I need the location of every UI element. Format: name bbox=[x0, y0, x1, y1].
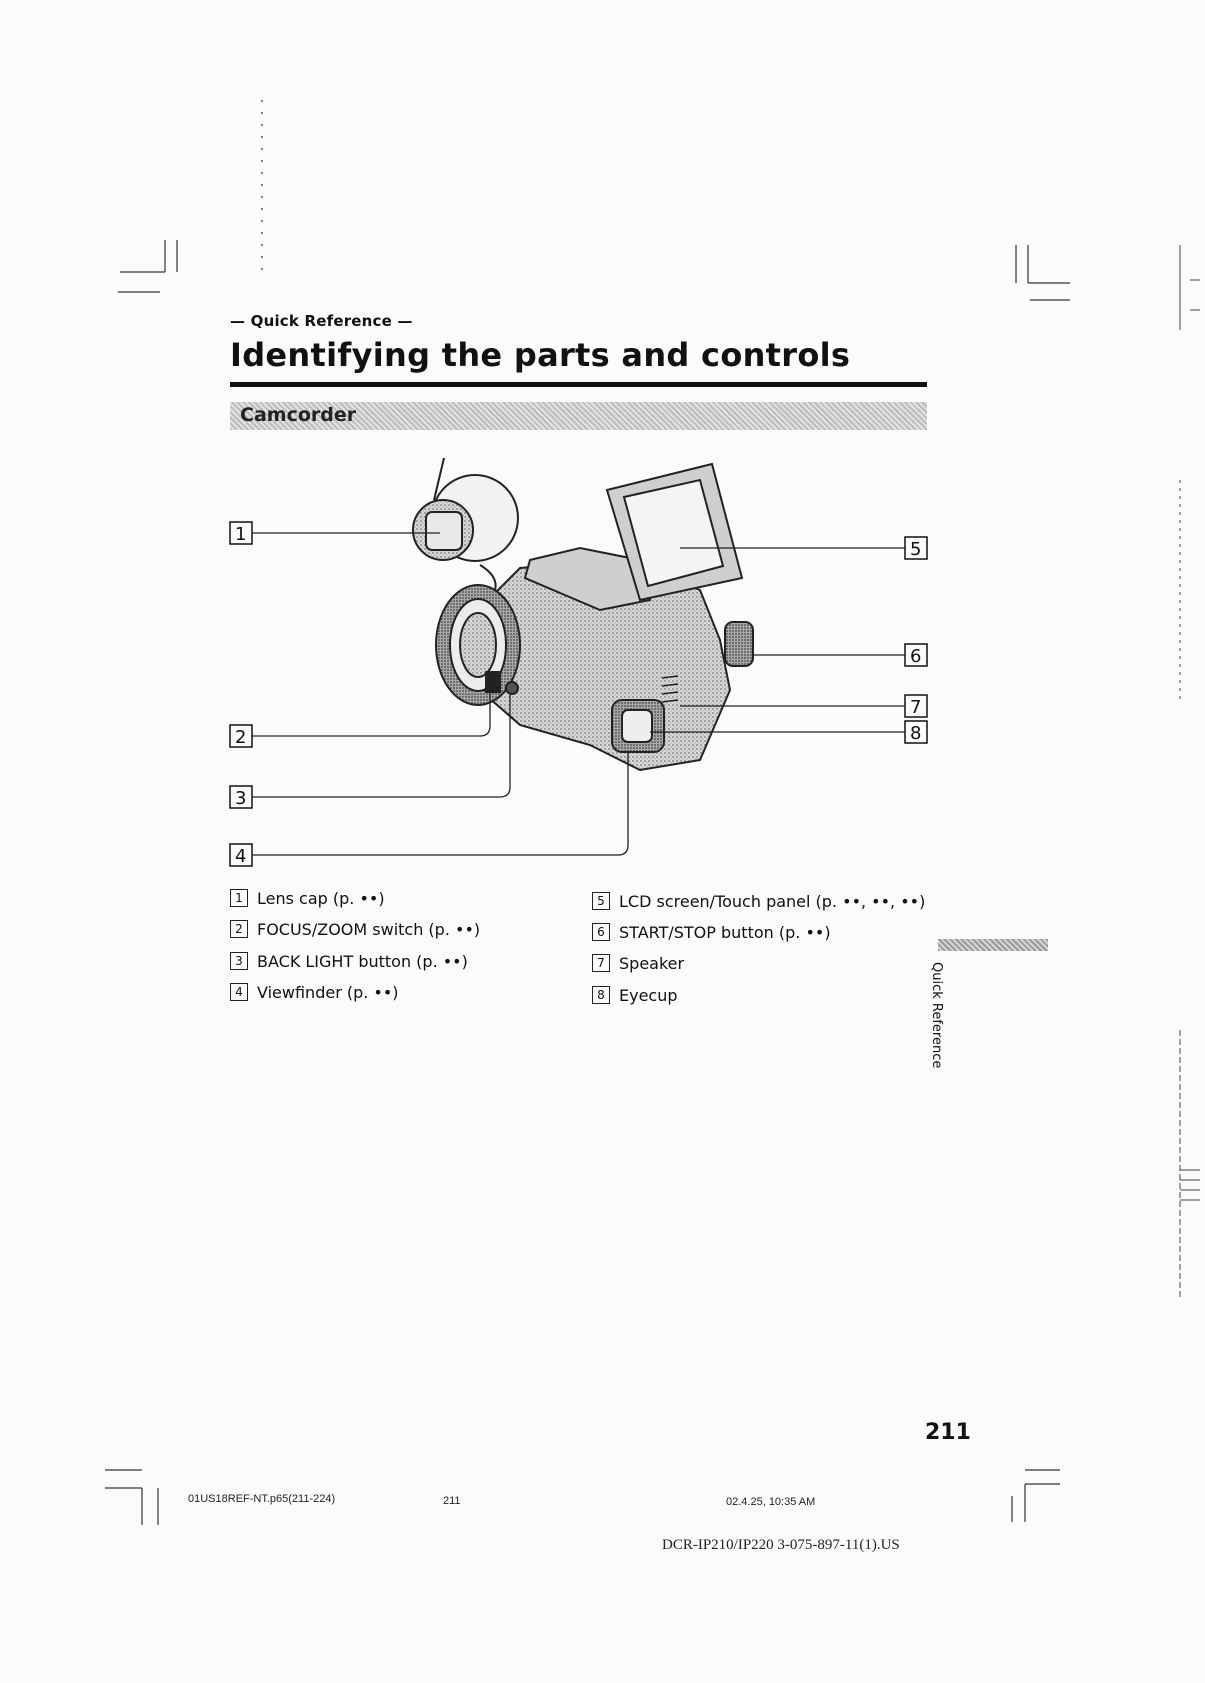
camcorder-illustration bbox=[413, 458, 753, 770]
legend-num: 5 bbox=[592, 892, 610, 910]
legend-text: BACK LIGHT button (p. ••) bbox=[257, 952, 468, 971]
legend-item: 7 Speaker bbox=[592, 954, 684, 974]
side-tab-label: Quick Reference bbox=[924, 962, 944, 1068]
page-number: 211 bbox=[925, 1420, 971, 1445]
legend-num: 8 bbox=[592, 986, 610, 1004]
callout-8: 8 bbox=[910, 723, 921, 744]
legend-num: 3 bbox=[230, 952, 248, 970]
legend-item: 3 BACK LIGHT button (p. ••) bbox=[230, 952, 468, 972]
legend-item: 2 FOCUS/ZOOM switch (p. ••) bbox=[230, 920, 480, 940]
legend-item: 1 Lens cap (p. ••) bbox=[230, 889, 385, 909]
legend-text: FOCUS/ZOOM switch (p. ••) bbox=[257, 920, 480, 939]
side-tab-bar bbox=[938, 939, 1048, 951]
callout-4: 4 bbox=[235, 846, 246, 867]
legend-text: Speaker bbox=[619, 954, 684, 973]
legend-num: 7 bbox=[592, 954, 610, 972]
legend-num: 1 bbox=[230, 889, 248, 907]
callout-3: 3 bbox=[235, 788, 246, 809]
legend-text: START/STOP button (p. ••) bbox=[619, 923, 831, 942]
callout-7: 7 bbox=[910, 697, 921, 718]
legend-item: 8 Eyecup bbox=[592, 986, 678, 1006]
callout-6: 6 bbox=[910, 646, 921, 667]
legend-item: 6 START/STOP button (p. ••) bbox=[592, 923, 831, 943]
footer-file: 01US18REF-NT.p65(211-224) bbox=[188, 1493, 335, 1505]
legend-text: Viewfinder (p. ••) bbox=[257, 983, 399, 1002]
footer-timestamp: 02.4.25, 10:35 AM bbox=[726, 1496, 815, 1508]
callout-2: 2 bbox=[235, 727, 246, 748]
callout-5: 5 bbox=[910, 539, 921, 560]
legend-num: 6 bbox=[592, 923, 610, 941]
legend-text: Lens cap (p. ••) bbox=[257, 889, 385, 908]
legend-item: 4 Viewfinder (p. ••) bbox=[230, 983, 399, 1003]
legend-text: LCD screen/Touch panel (p. ••, ••, ••) bbox=[619, 892, 925, 911]
callout-1: 1 bbox=[235, 524, 246, 545]
legend-num: 4 bbox=[230, 983, 248, 1001]
legend-text: Eyecup bbox=[619, 986, 678, 1005]
footer-page: 211 bbox=[443, 1495, 461, 1507]
footer-model: DCR-IP210/IP220 3-075-897-11(1).US bbox=[662, 1537, 900, 1554]
legend-item: 5 LCD screen/Touch panel (p. ••, ••, ••) bbox=[592, 892, 925, 912]
legend-num: 2 bbox=[230, 920, 248, 938]
